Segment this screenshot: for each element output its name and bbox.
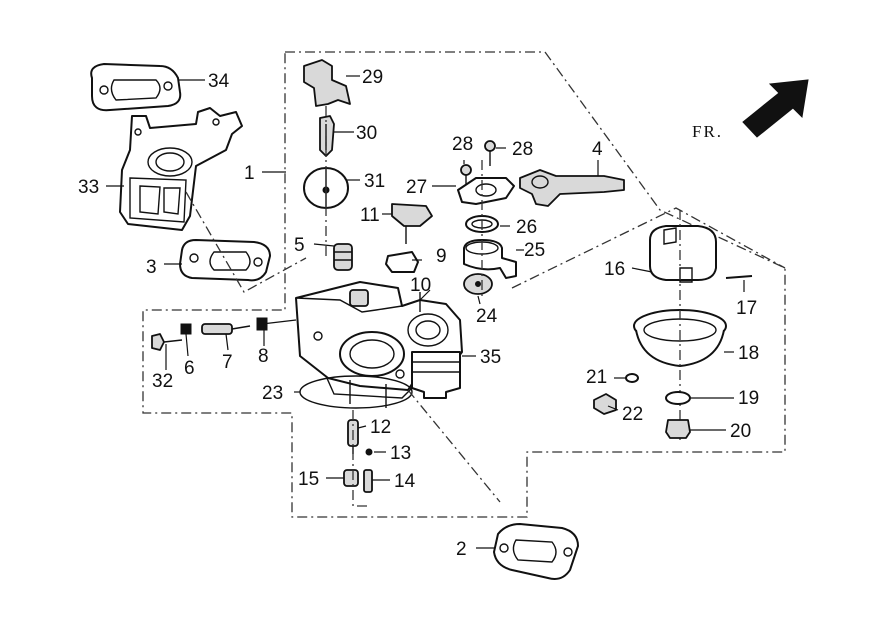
label-part-21: 21 bbox=[586, 367, 607, 388]
part-5-cap bbox=[333, 243, 353, 271]
assembly-boundary-carburetor bbox=[142, 51, 786, 518]
part-3-gasket bbox=[179, 239, 271, 282]
part-19-o-ring bbox=[665, 391, 691, 405]
label-part-35: 35 bbox=[480, 347, 501, 368]
label-part-8: 8 bbox=[258, 346, 269, 367]
part-6-washer bbox=[180, 323, 192, 335]
label-part-7: 7 bbox=[222, 352, 233, 373]
label-part-1: 1 bbox=[244, 163, 255, 184]
label-part-6: 6 bbox=[184, 358, 195, 379]
label-part-27: 27 bbox=[406, 177, 427, 198]
label-part-28b: 28 bbox=[512, 139, 533, 160]
part-11-lever bbox=[391, 203, 433, 244]
label-part-3: 3 bbox=[146, 257, 157, 278]
part-30-clip bbox=[319, 115, 335, 157]
part-35-solenoid bbox=[411, 351, 461, 399]
front-direction-label: FR. bbox=[692, 122, 723, 141]
part-4-choke-lever bbox=[519, 169, 625, 207]
part-9-plate bbox=[385, 251, 419, 273]
label-part-31: 31 bbox=[364, 171, 385, 192]
label-part-13: 13 bbox=[390, 443, 411, 464]
label-part-11: 11 bbox=[360, 205, 380, 226]
label-part-2: 2 bbox=[456, 539, 467, 560]
part-24-disk bbox=[463, 273, 493, 295]
label-part-5: 5 bbox=[294, 235, 305, 256]
label-part-28a: 28 bbox=[452, 134, 473, 155]
part-28-screw-a bbox=[460, 164, 472, 188]
part-number-labels: 34 33 3 1 29 30 31 11 5 9 10 28 28 27 4 … bbox=[78, 67, 759, 560]
label-part-32: 32 bbox=[152, 371, 173, 392]
assembly-boundary-float-bowl bbox=[511, 207, 786, 289]
label-part-16: 16 bbox=[604, 259, 625, 280]
part-13-small-plug bbox=[365, 448, 373, 456]
label-part-14: 14 bbox=[394, 471, 416, 492]
part-16-float bbox=[649, 225, 717, 283]
part-17-float-pin bbox=[725, 275, 753, 279]
part-22-drain-bolt bbox=[593, 393, 617, 415]
part-29-link bbox=[303, 59, 351, 107]
label-part-25: 25 bbox=[524, 240, 545, 261]
label-part-24: 24 bbox=[476, 306, 498, 327]
label-part-18: 18 bbox=[738, 343, 759, 364]
part-21-washer bbox=[625, 373, 639, 383]
label-part-33: 33 bbox=[78, 177, 99, 198]
label-part-23: 23 bbox=[262, 383, 283, 404]
label-part-26: 26 bbox=[516, 217, 537, 238]
label-part-22: 22 bbox=[622, 404, 643, 425]
label-part-19: 19 bbox=[738, 388, 759, 409]
part-20-drain-plug bbox=[665, 419, 691, 439]
label-part-15: 15 bbox=[298, 469, 319, 490]
front-direction-indicator: FR. bbox=[692, 79, 809, 141]
part-33-insulator-bracket bbox=[119, 107, 243, 231]
part-28-screw-b bbox=[484, 140, 496, 166]
label-part-4: 4 bbox=[592, 139, 603, 160]
label-part-12: 12 bbox=[370, 417, 391, 438]
part-2-gasket bbox=[493, 523, 579, 580]
label-part-9: 9 bbox=[436, 246, 447, 267]
label-part-10: 10 bbox=[410, 275, 431, 296]
label-part-29: 29 bbox=[362, 67, 383, 88]
label-part-30: 30 bbox=[356, 123, 377, 144]
front-direction-arrow-icon bbox=[742, 79, 809, 138]
label-part-34: 34 bbox=[208, 71, 230, 92]
leader-lines bbox=[106, 75, 745, 549]
part-15-jet-holder bbox=[343, 469, 359, 487]
part-14-pin bbox=[363, 469, 373, 493]
label-part-20: 20 bbox=[730, 421, 751, 442]
part-7-needle-screw bbox=[201, 323, 251, 335]
part-34-gasket bbox=[90, 63, 182, 112]
part-32-screw bbox=[151, 333, 183, 351]
label-part-17: 17 bbox=[736, 298, 757, 319]
part-27-plate bbox=[457, 177, 515, 205]
part-25-holder bbox=[463, 239, 517, 279]
